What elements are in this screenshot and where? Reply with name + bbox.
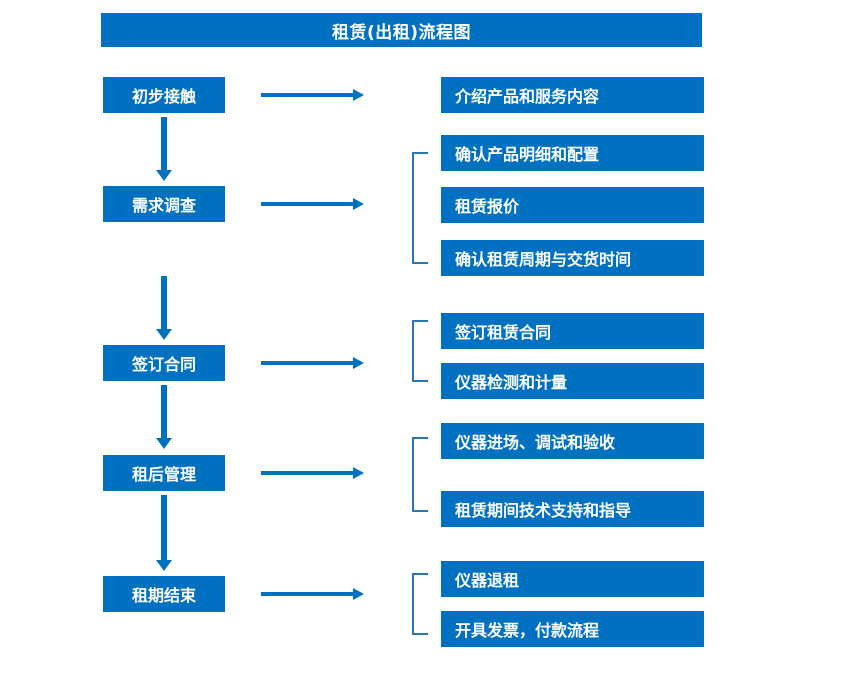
arrow-head — [156, 560, 172, 571]
arrow-shaft — [161, 276, 167, 329]
detail-box-4[interactable]: 确认租赁周期与交货时间 — [441, 240, 704, 276]
flow-arrow-right-2-icon — [261, 198, 364, 210]
arrow-shaft — [161, 385, 167, 438]
group-bracket-3 — [412, 437, 428, 512]
arrow-head — [156, 329, 172, 340]
flow-arrow-right-1-icon — [261, 89, 364, 101]
flow-arrow-down-1-icon — [156, 117, 172, 181]
stage-box-3[interactable]: 签订合同 — [103, 345, 225, 381]
arrow-shaft — [261, 202, 353, 206]
flow-arrow-down-4-icon — [156, 495, 172, 571]
arrow-head — [353, 588, 364, 600]
arrow-shaft — [161, 117, 167, 170]
detail-box-5[interactable]: 签订租赁合同 — [441, 313, 704, 349]
flow-arrow-right-3-icon — [261, 357, 364, 369]
stage-box-5[interactable]: 租期结束 — [103, 576, 225, 612]
flow-arrow-right-5-icon — [261, 588, 364, 600]
arrow-head — [353, 467, 364, 479]
arrow-head — [353, 198, 364, 210]
flow-arrow-right-4-icon — [261, 467, 364, 479]
flow-arrow-down-3-icon — [156, 385, 172, 449]
arrow-shaft — [261, 361, 353, 365]
arrow-shaft — [261, 93, 353, 97]
detail-box-2[interactable]: 确认产品明细和配置 — [441, 135, 704, 171]
detail-box-8[interactable]: 租赁期间技术支持和指导 — [441, 491, 704, 527]
arrow-shaft — [261, 592, 353, 596]
group-bracket-1 — [412, 152, 428, 264]
detail-box-6[interactable]: 仪器检测和计量 — [441, 363, 704, 399]
detail-box-7[interactable]: 仪器进场、调试和验收 — [441, 423, 704, 459]
stage-box-2[interactable]: 需求调查 — [103, 186, 225, 222]
group-bracket-2 — [412, 320, 428, 382]
arrow-head — [353, 89, 364, 101]
stage-box-1[interactable]: 初步接触 — [103, 77, 225, 113]
arrow-head — [353, 357, 364, 369]
detail-box-9[interactable]: 仪器退租 — [441, 561, 704, 597]
stage-box-4[interactable]: 租后管理 — [103, 455, 225, 491]
group-bracket-4 — [412, 573, 428, 635]
detail-box-10[interactable]: 开具发票，付款流程 — [441, 611, 704, 647]
arrow-shaft — [161, 495, 167, 560]
arrow-head — [156, 170, 172, 181]
detail-box-3[interactable]: 租赁报价 — [441, 187, 704, 223]
page-title: 租赁(出租)流程图 — [101, 13, 702, 47]
flow-arrow-down-2-icon — [156, 276, 172, 340]
arrow-shaft — [261, 471, 353, 475]
arrow-head — [156, 438, 172, 449]
detail-box-1[interactable]: 介绍产品和服务内容 — [441, 77, 704, 113]
